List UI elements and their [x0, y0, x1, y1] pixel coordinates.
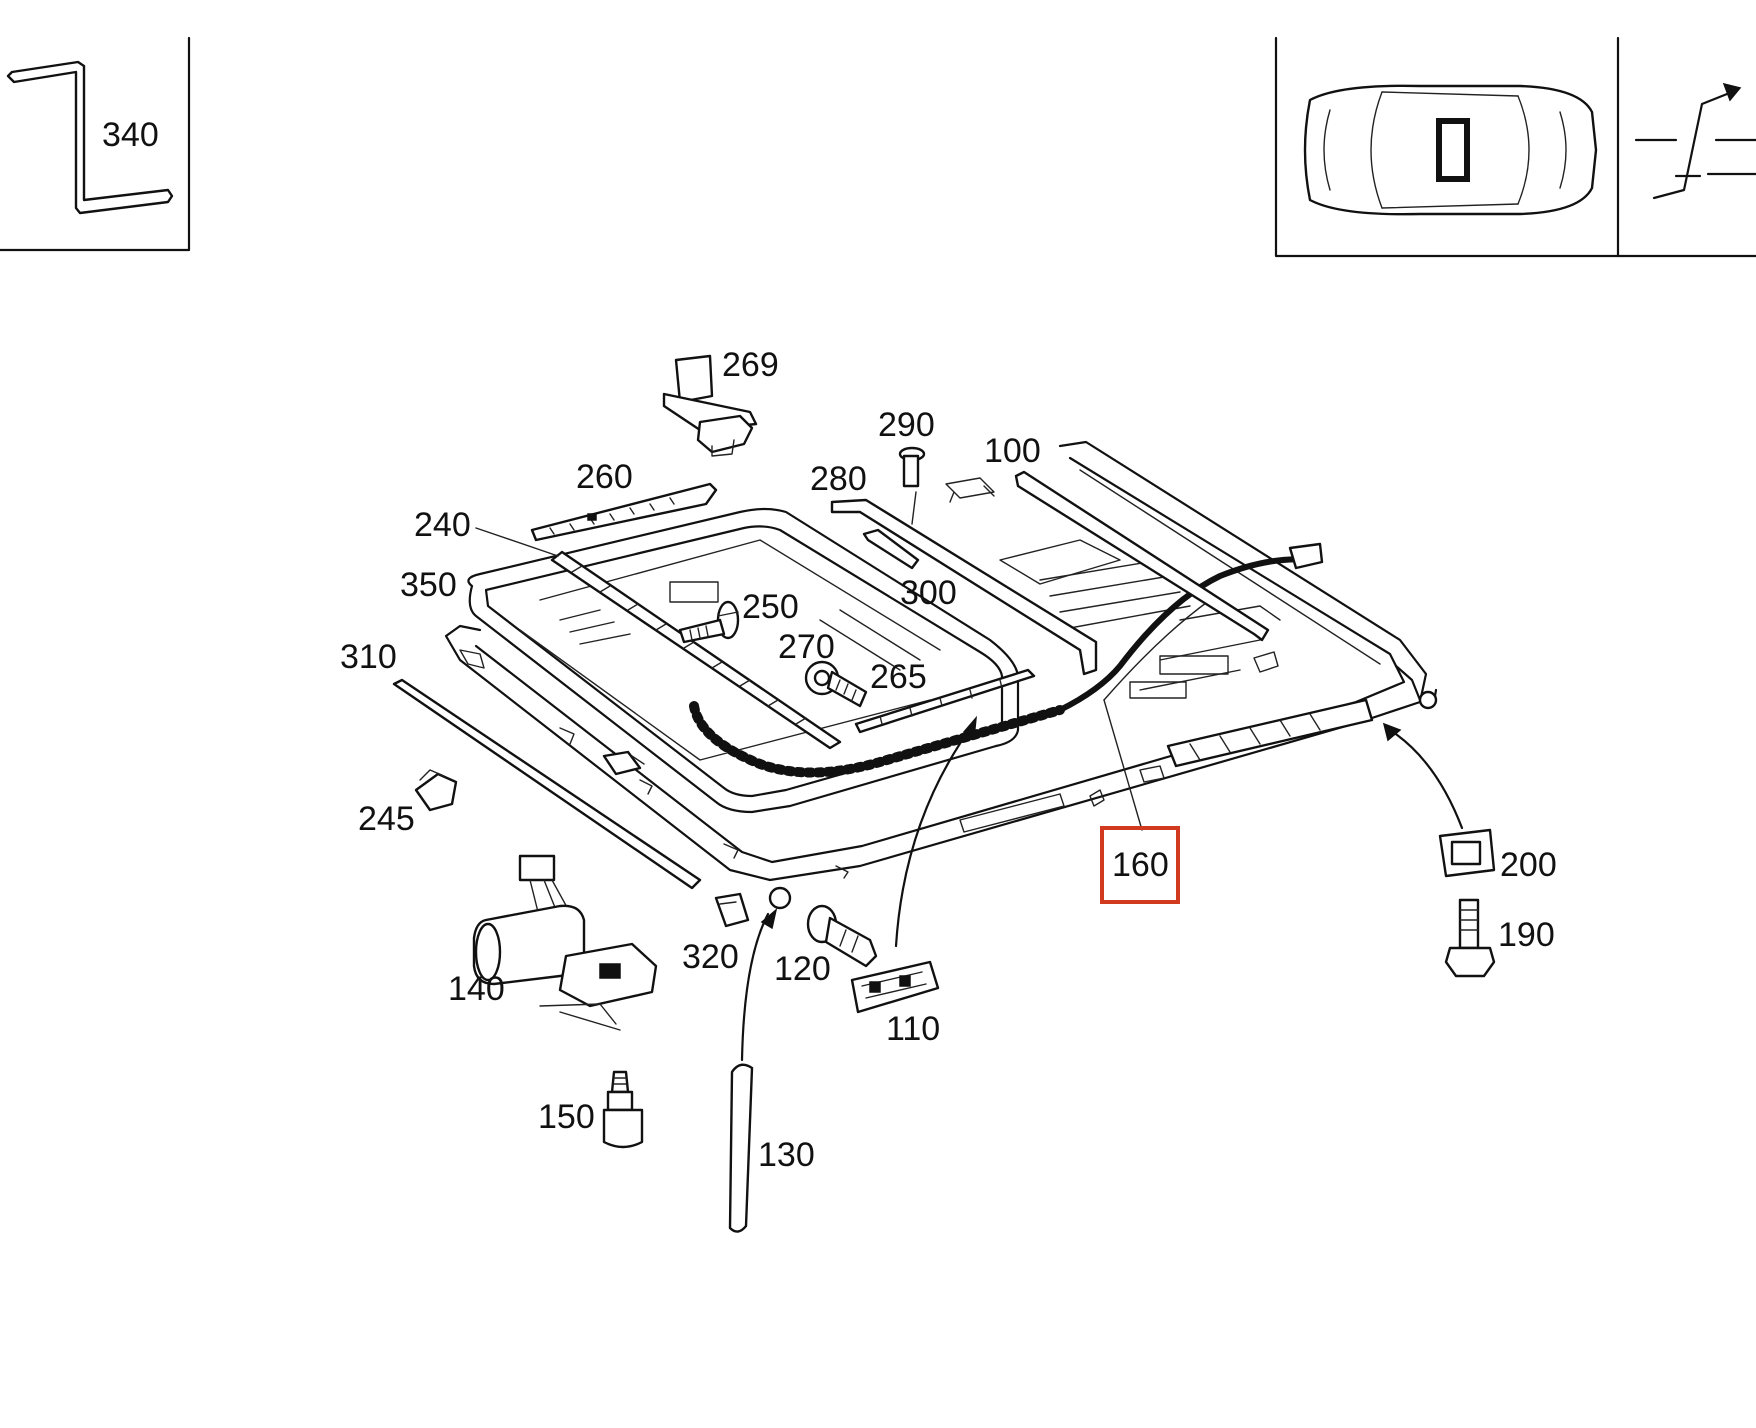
- drive-cable-160: [689, 542, 1324, 778]
- highlighted-part-160[interactable]: 160: [1100, 826, 1180, 904]
- part-label-130: 130: [758, 1136, 815, 1174]
- part-label-140: 140: [448, 970, 505, 1008]
- part-280-bar: [830, 498, 1098, 676]
- part-270-screw: [804, 660, 868, 708]
- part-label-350: 350: [400, 566, 457, 604]
- part-130-drain-tube: [728, 886, 792, 1233]
- part-label-120: 120: [774, 950, 831, 988]
- allen-key-icon: [6, 60, 174, 215]
- part-label-100: 100: [984, 432, 1041, 470]
- part-label-245: 245: [358, 800, 415, 838]
- sliding-roof-symbol-icon: [1634, 82, 1756, 200]
- part-290-pin: [898, 446, 926, 488]
- part-120-fitting: [806, 904, 878, 968]
- part-label-340: 340: [102, 116, 159, 154]
- frame-drain-nipple: [1418, 690, 1438, 710]
- part-250-screw: [678, 600, 740, 644]
- part-310-rail: [392, 678, 702, 890]
- part-100-strip: [945, 470, 1270, 642]
- inset-vehicle-box: [1274, 36, 1756, 258]
- part-300-block: [862, 528, 920, 570]
- part-label-240: 240: [414, 506, 471, 544]
- part-label-320: 320: [682, 938, 739, 976]
- part-label-280: 280: [810, 460, 867, 498]
- part-320-clip: [714, 892, 750, 928]
- part-label-269: 269: [722, 346, 779, 384]
- part-label-310: 310: [340, 638, 397, 676]
- sunroof-frame-assembly: [444, 440, 1438, 882]
- part-label-190: 190: [1498, 916, 1555, 954]
- part-245-clip: [414, 769, 458, 812]
- part-labels: 269 260 290 280 100 240 350 300 250 270 …: [340, 346, 1557, 1174]
- part-265-strip: [854, 668, 1036, 734]
- part-label-200: 200: [1500, 846, 1557, 884]
- inset-allen-key-box: 340: [0, 36, 191, 252]
- part-label-250: 250: [742, 588, 799, 626]
- part-140-motor: [472, 854, 658, 1031]
- part-label-290: 290: [878, 406, 935, 444]
- part-110-bracket: [850, 715, 977, 1014]
- part-label-270: 270: [778, 628, 835, 666]
- guide-rail-240: [550, 550, 842, 750]
- part-label-260: 260: [576, 458, 633, 496]
- part-260-strip: [530, 482, 718, 542]
- part-label-265: 265: [870, 658, 927, 696]
- part-200-nut: [1382, 722, 1496, 878]
- part-label-160: 160: [1112, 846, 1169, 884]
- leader-lines: [475, 491, 1143, 831]
- car-top-view-icon: [1303, 84, 1598, 216]
- highlight-box: [1100, 826, 1180, 904]
- part-269-clip: [662, 354, 758, 457]
- part-label-150: 150: [538, 1098, 595, 1136]
- part-label-300: 300: [900, 574, 957, 612]
- part-190-bolt: [1444, 898, 1496, 978]
- part-label-110: 110: [886, 1010, 940, 1048]
- part-150-bolt: [602, 1070, 644, 1149]
